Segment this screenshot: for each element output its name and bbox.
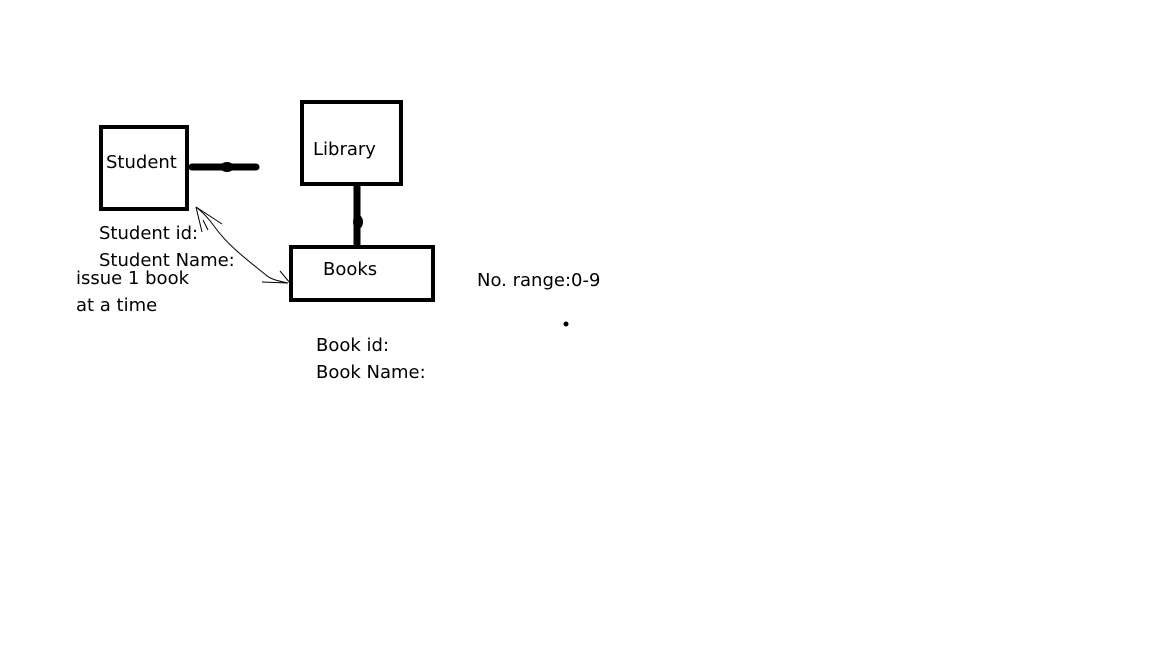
student-node-label: Student [106,152,177,173]
library-node-label: Library [313,139,376,160]
edge-library-books-knot [353,215,363,229]
books-node [289,245,435,302]
library-node [300,100,403,186]
issue-note-line-1: issue 1 book [76,268,190,289]
book-name-attribute: Book Name: [316,362,426,383]
range-note: No. range:0-9 [477,270,601,291]
edge-books-student-tail [261,270,291,284]
edge-books-student [195,206,289,284]
edge-student-library-knot [220,162,234,172]
student-node [99,125,189,211]
student-id-attribute: Student id: [99,223,199,244]
books-node-label: Books [323,259,378,280]
issue-note-line-2: at a time [76,295,158,316]
student-name-attribute: Student Name: [99,250,235,271]
book-id-attribute: Book id: [316,335,390,356]
stray-dot [563,321,569,327]
arrowhead-student [195,206,223,233]
